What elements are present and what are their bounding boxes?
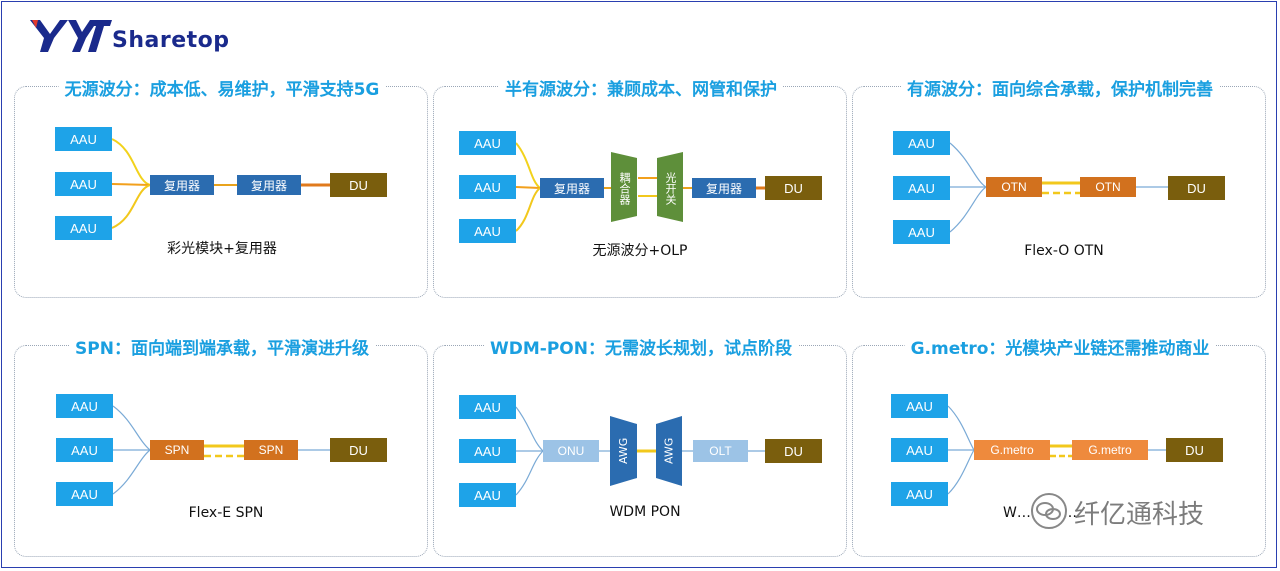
aau-node: AAU xyxy=(55,127,112,151)
panel-caption: 无源波分+OLP xyxy=(592,243,688,259)
aau-node: AAU xyxy=(891,438,948,462)
aau-node: AAU xyxy=(56,394,113,418)
panel-title: G.metro：光模块产业链还需推动商业 xyxy=(904,334,1216,359)
panel-wdm-pon: WDM-PON：无需波长规划，试点阶段 xyxy=(433,334,847,557)
coupler-label: 耦合器 xyxy=(618,171,631,205)
onu-node: ONU xyxy=(543,440,599,462)
aau-node: AAU xyxy=(459,439,516,463)
aau-node: AAU xyxy=(56,482,113,506)
awg-label: AWG xyxy=(617,437,630,465)
aau-node: AAU xyxy=(55,216,112,240)
panel-spn: SPN：面向端到端承载，平滑演进升级 xyxy=(14,334,428,557)
wechat-icon xyxy=(1031,493,1067,529)
aau-node: AAU xyxy=(55,172,112,196)
panel-title: 有源波分：面向综合承载，保护机制完善 xyxy=(901,75,1219,100)
panel-passive-wdm: 无源波分：成本低、易维护，平滑支持5G xyxy=(14,75,428,298)
du-node: DU xyxy=(1166,438,1223,462)
otn-node: OTN xyxy=(1080,177,1136,197)
du-node: DU xyxy=(765,176,822,200)
panel-title: 半有源波分：兼顾成本、网管和保护 xyxy=(499,75,783,100)
spn-node: SPN xyxy=(150,440,204,460)
multiplexer-node: 复用器 xyxy=(150,175,214,195)
panel-title: WDM-PON：无需波长规划，试点阶段 xyxy=(484,334,798,359)
otn-node: OTN xyxy=(986,177,1042,197)
aau-node: AAU xyxy=(893,220,950,244)
aau-node: AAU xyxy=(459,131,516,155)
multiplexer-node: 复用器 xyxy=(540,178,604,198)
aau-node: AAU xyxy=(56,438,113,462)
gmetro-node: G.metro xyxy=(1072,440,1148,460)
brand-name: Sharetop xyxy=(112,28,230,53)
aau-node: AAU xyxy=(459,175,516,199)
du-node: DU xyxy=(330,173,387,197)
multiplexer-node: 复用器 xyxy=(692,178,756,198)
brand-logo: Sharetop xyxy=(28,16,230,60)
multiplexer-node: 复用器 xyxy=(237,175,301,195)
spn-node: SPN xyxy=(244,440,298,460)
aau-node: AAU xyxy=(893,131,950,155)
aau-node: AAU xyxy=(459,483,516,507)
awg-label: AWG xyxy=(662,437,676,465)
aau-node: AAU xyxy=(459,219,516,243)
aau-node: AAU xyxy=(459,395,516,419)
xyt-logo-icon xyxy=(30,20,112,52)
aau-node: AAU xyxy=(891,482,948,506)
panel-caption: Flex-E SPN xyxy=(188,505,264,521)
du-node: DU xyxy=(1168,176,1225,200)
du-node: DU xyxy=(765,439,822,463)
panel-title: SPN：面向端到端承载，平滑演进升级 xyxy=(69,334,375,359)
olt-node: OLT xyxy=(693,440,748,462)
panel-active-wdm: 有源波分：面向综合承载，保护机制完善 xyxy=(852,75,1266,298)
optical-switch-label: 光开关 xyxy=(664,171,677,205)
du-node: DU xyxy=(330,438,387,462)
panel-caption: WDM PON xyxy=(609,504,681,520)
panel-caption: Flex-O OTN xyxy=(1024,243,1104,259)
panel-caption: 彩光模块+复用器 xyxy=(167,241,277,257)
watermark-text: 纤亿通科技 xyxy=(1074,500,1205,530)
aau-node: AAU xyxy=(891,394,948,418)
panel-title: 无源波分：成本低、易维护，平滑支持5G xyxy=(58,75,386,100)
gmetro-node: G.metro xyxy=(974,440,1050,460)
panel-gmetro: G.metro：光模块产业链还需推动商业 xyxy=(852,334,1266,557)
aau-node: AAU xyxy=(893,176,950,200)
panel-semi-active-wdm: 半有源波分：兼顾成本、网管和保护 xyxy=(433,75,847,298)
